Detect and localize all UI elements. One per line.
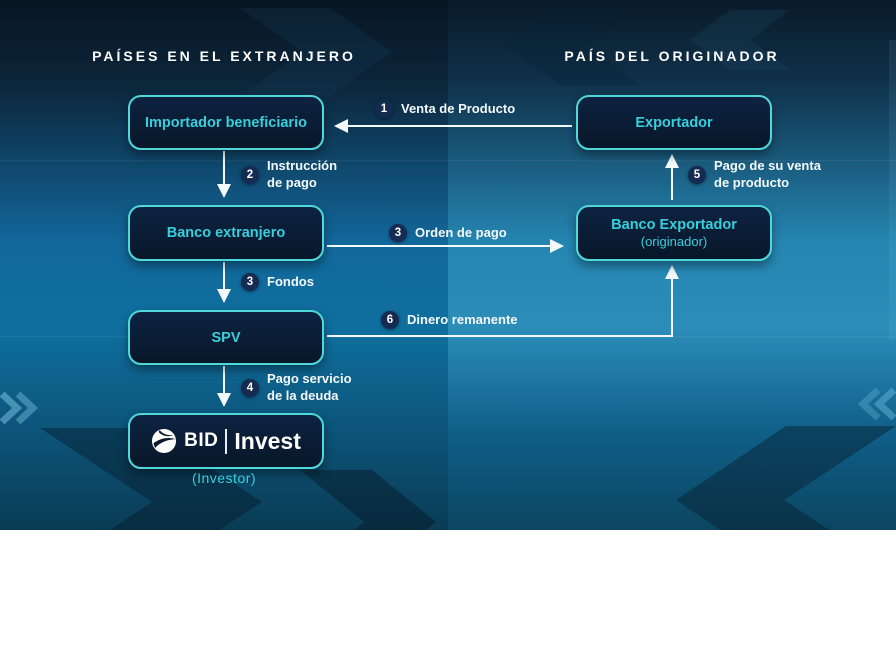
flow-label-3b: 3 Fondos bbox=[241, 273, 314, 291]
investor-caption: (Investor) bbox=[191, 470, 257, 486]
bid-invest-logo: BID Invest bbox=[151, 428, 301, 455]
flow-badge-3a: 3 bbox=[389, 224, 407, 242]
chevron-right-shape bbox=[40, 428, 262, 530]
node-banco-exportador: Banco Exportador (originador) bbox=[576, 205, 772, 261]
node-importador-beneficiario: Importador beneficiario bbox=[128, 95, 324, 150]
bid-globe-icon bbox=[152, 428, 177, 454]
node-label: Importador beneficiario bbox=[145, 114, 307, 131]
flow-label-3a: 3 Orden de pago bbox=[389, 224, 507, 242]
node-bid-invest: BID Invest bbox=[128, 413, 324, 469]
logo-divider bbox=[225, 428, 228, 454]
flow-badge-4: 4 bbox=[241, 379, 259, 397]
flow-label-1: 1 Venta de Producto bbox=[375, 100, 515, 118]
node-label: SPV bbox=[211, 329, 241, 346]
node-label: Banco Exportador bbox=[611, 217, 737, 233]
invest-logo-text: Invest bbox=[234, 427, 301, 454]
flow-badge-6: 6 bbox=[381, 311, 399, 329]
chevrons-right-icon bbox=[0, 391, 23, 425]
flow-badge-1: 1 bbox=[375, 100, 393, 118]
flow-diagram: PAÍSES EN EL EXTRANJERO PAÍS DEL ORIGINA… bbox=[0, 0, 896, 530]
arrow-dinero-remanente bbox=[327, 265, 679, 337]
flow-label-6: 6 Dinero remanente bbox=[381, 311, 518, 329]
node-label: Exportador bbox=[635, 114, 713, 131]
node-spv: SPV bbox=[128, 310, 324, 365]
node-exportador: Exportador bbox=[576, 95, 772, 150]
chevron-left-shape bbox=[676, 426, 896, 530]
flow-badge-5: 5 bbox=[688, 166, 706, 184]
flow-label-4: 4 Pago servicio de la deuda bbox=[241, 371, 352, 405]
flow-badge-3b: 3 bbox=[241, 273, 259, 291]
bid-logo-text: BID bbox=[184, 430, 219, 451]
header-paises-extranjero: PAÍSES EN EL EXTRANJERO bbox=[92, 48, 356, 64]
node-sublabel: (originador) bbox=[640, 234, 708, 249]
header-pais-originador: PAÍS DEL ORIGINADOR bbox=[564, 48, 780, 64]
node-banco-extranjero: Banco extranjero bbox=[128, 205, 324, 261]
node-label: Banco extranjero bbox=[166, 225, 286, 241]
flow-label-2: 2 Instrucción de pago bbox=[241, 158, 337, 191]
flow-label-5: 5 Pago de su venta de producto bbox=[688, 158, 821, 192]
flow-arrows bbox=[217, 119, 679, 407]
chevrons-left-icon bbox=[873, 387, 896, 421]
legend-section: 1 El exportador vende su producto a un i… bbox=[0, 530, 896, 666]
flow-badge-2: 2 bbox=[241, 166, 259, 184]
background-decorations bbox=[0, 5, 896, 530]
